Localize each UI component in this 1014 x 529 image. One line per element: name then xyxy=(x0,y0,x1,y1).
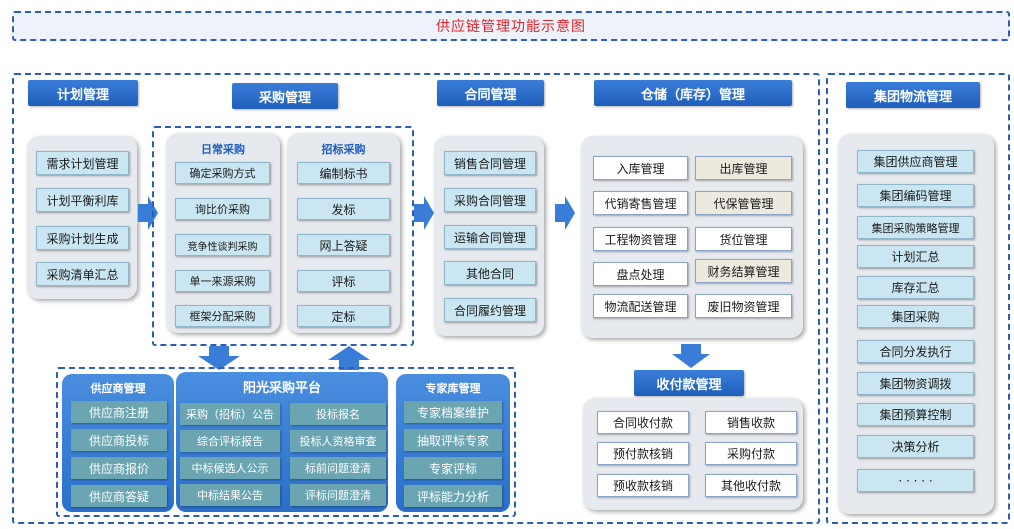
arrow-right-icon xyxy=(414,196,434,230)
contract-item[interactable]: 销售合同管理 xyxy=(444,151,536,175)
sunshine-item[interactable]: 采购（招标）公告 xyxy=(180,403,280,425)
plan-item[interactable]: 采购清单汇总 xyxy=(36,262,129,286)
warehouse-item[interactable]: 出库管理 xyxy=(695,156,792,180)
sunshine-item[interactable]: 投标人资格审查 xyxy=(290,430,386,452)
supplier-item[interactable]: 供应商投标 xyxy=(71,429,167,451)
group-item[interactable]: 集团供应商管理 xyxy=(857,150,974,173)
bidding-item[interactable]: 网上答疑 xyxy=(297,234,390,256)
supplier-item[interactable]: 供应商注册 xyxy=(71,401,167,423)
sunshine-item[interactable]: 综合评标报告 xyxy=(180,430,280,452)
payment-item[interactable]: 预付款核销 xyxy=(597,442,689,465)
group-item[interactable]: 库存汇总 xyxy=(857,276,974,299)
bidding-item[interactable]: 定标 xyxy=(297,305,390,327)
daily-header: 日常采购 xyxy=(201,143,245,156)
sunshine-item[interactable]: 评标问题澄清 xyxy=(290,484,386,506)
group-item[interactable]: 计划汇总 xyxy=(857,245,974,268)
group-item[interactable]: 集团编码管理 xyxy=(857,184,974,207)
supplier-item[interactable]: 供应商报价 xyxy=(71,457,167,479)
purchase-header: 采购管理 xyxy=(232,83,338,109)
bidding-item[interactable]: 编制标书 xyxy=(297,162,390,184)
contract-item[interactable]: 采购合同管理 xyxy=(444,188,536,212)
page-title: 供应链管理功能示意图 xyxy=(12,11,1010,41)
sunshine-item[interactable]: 中标结果公告 xyxy=(180,484,280,506)
expert-item[interactable]: 评标能力分析 xyxy=(404,485,502,507)
plan-item[interactable]: 采购计划生成 xyxy=(36,226,129,250)
group-item[interactable]: 集团采购 xyxy=(857,305,974,328)
supplier-header: 供应商管理 xyxy=(90,382,146,395)
daily-item[interactable]: 确定采购方式 xyxy=(175,162,270,184)
payment-header: 收付款管理 xyxy=(634,370,744,396)
warehouse-item[interactable]: 物流配送管理 xyxy=(593,294,688,318)
arrow-up-icon xyxy=(328,346,370,370)
group-item[interactable]: 集团预算控制 xyxy=(857,403,974,426)
arrow-down-icon xyxy=(198,346,240,370)
sunshine-header: 阳光采购平台 xyxy=(242,380,321,396)
warehouse-item[interactable]: 财务结算管理 xyxy=(695,259,792,283)
expert-item[interactable]: 专家档案维护 xyxy=(404,401,502,423)
bidding-item[interactable]: 评标 xyxy=(297,270,390,292)
sunshine-item[interactable]: 中标候选人公示 xyxy=(180,457,280,479)
sunshine-item[interactable]: 标前问题澄清 xyxy=(290,457,386,479)
daily-item[interactable]: 框架分配采购 xyxy=(175,305,270,327)
group-item[interactable]: 决策分析 xyxy=(857,435,974,458)
bidding-item[interactable]: 发标 xyxy=(297,198,390,220)
sunshine-item[interactable]: 投标报名 xyxy=(290,403,386,425)
contract-item[interactable]: 运输合同管理 xyxy=(444,225,536,249)
expert-item[interactable]: 专家评标 xyxy=(404,457,502,479)
warehouse-item[interactable]: 入库管理 xyxy=(593,156,688,180)
arrow-right-icon xyxy=(555,196,575,230)
warehouse-item[interactable]: 工程物资管理 xyxy=(593,227,688,251)
payment-item[interactable]: 采购付款 xyxy=(705,442,797,465)
purchase-frame xyxy=(152,126,414,346)
expert-item[interactable]: 抽取评标专家 xyxy=(404,429,502,451)
payment-item[interactable]: 预收款核销 xyxy=(597,474,689,497)
warehouse-item[interactable]: 废旧物资管理 xyxy=(695,294,792,318)
daily-item[interactable]: 竞争性谈判采购 xyxy=(175,234,270,256)
group-item[interactable]: 集团采购策略管理 xyxy=(857,216,974,239)
warehouse-header: 仓储（库存）管理 xyxy=(594,80,792,106)
contract-header: 合同管理 xyxy=(437,80,544,106)
daily-item[interactable]: 询比价采购 xyxy=(175,198,270,220)
supplier-item[interactable]: 供应商答疑 xyxy=(71,485,167,507)
group-item[interactable]: 集团物资调拨 xyxy=(857,372,974,395)
daily-item[interactable]: 单一来源采购 xyxy=(175,270,270,292)
warehouse-item[interactable]: 代销寄售管理 xyxy=(593,191,688,215)
warehouse-item[interactable]: 盘点处理 xyxy=(593,262,688,286)
platform-frame xyxy=(56,367,516,517)
payment-item[interactable]: 销售收款 xyxy=(705,411,797,434)
payment-item[interactable]: 其他收付款 xyxy=(705,474,797,497)
contract-item[interactable]: 其他合同 xyxy=(444,261,536,285)
plan-header: 计划管理 xyxy=(28,80,138,106)
plan-item[interactable]: 需求计划管理 xyxy=(36,151,129,175)
expert-header: 专家库管理 xyxy=(425,382,481,395)
arrow-down-icon xyxy=(672,344,710,368)
group-header: 集团物流管理 xyxy=(846,82,980,108)
payment-item[interactable]: 合同收付款 xyxy=(597,411,689,434)
warehouse-item[interactable]: 货位管理 xyxy=(695,227,792,251)
group-item[interactable]: · · · · · xyxy=(857,469,974,492)
bidding-header: 招标采购 xyxy=(321,143,366,156)
warehouse-item[interactable]: 代保管管理 xyxy=(695,191,792,215)
group-item[interactable]: 合同分发执行 xyxy=(857,340,974,363)
contract-item[interactable]: 合同履约管理 xyxy=(444,298,536,322)
plan-item[interactable]: 计划平衡利库 xyxy=(36,188,129,212)
